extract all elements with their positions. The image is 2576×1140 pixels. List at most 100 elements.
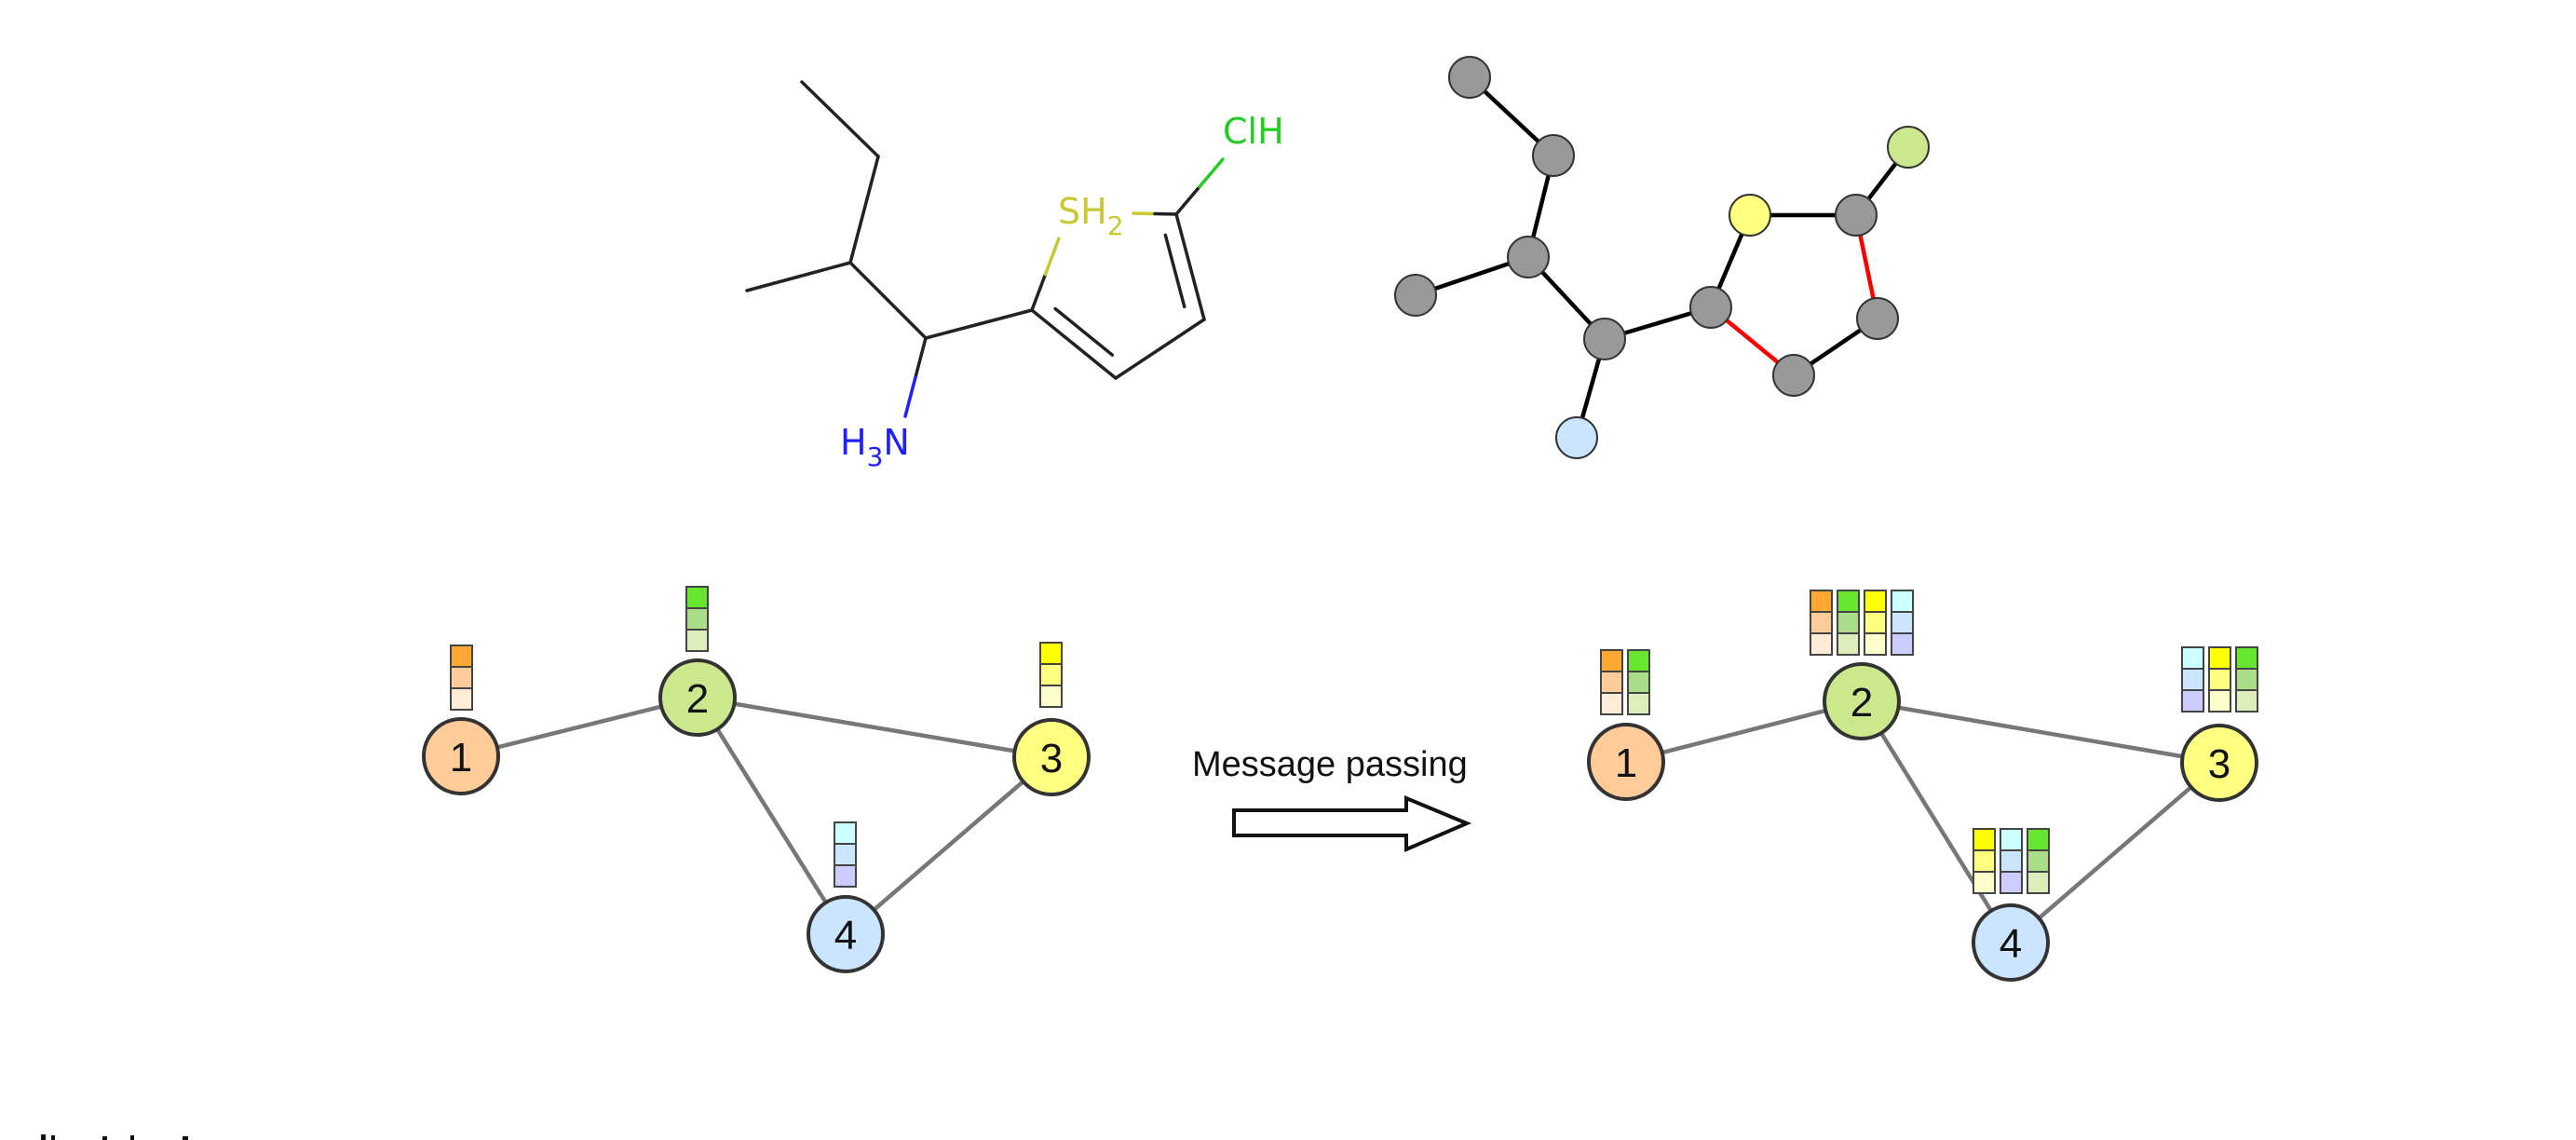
ball-and-stick-model: [1394, 56, 1930, 459]
skeletal-bond: [848, 155, 880, 265]
feature-cell: [1837, 590, 1860, 613]
feature-cell: [1039, 663, 1063, 686]
graph-edge-2-3: [697, 695, 1052, 760]
atom-label-clh: ClH: [1223, 111, 1284, 152]
feature-vector-green: [685, 586, 709, 652]
feature-cell: [1864, 632, 1887, 656]
graph-node-1: 1: [422, 645, 500, 795]
feature-cell: [834, 864, 857, 888]
graph-edge-2-4: [696, 696, 847, 936]
sh2-subscript: 2: [1107, 210, 1124, 241]
feature-vector-orange: [450, 645, 473, 711]
feature-cell: [685, 586, 709, 609]
node-label: 1: [450, 735, 472, 780]
feature-cell: [450, 666, 473, 689]
feature-cell: [1891, 590, 1914, 613]
feature-vector-green: [2235, 646, 2258, 712]
graph-edge-2-4: [1860, 699, 2013, 944]
feature-cell: [2000, 871, 2023, 894]
feature-cell: [834, 843, 857, 866]
node-label: 3: [2208, 741, 2230, 787]
skeletal-bond: [800, 80, 880, 158]
feature-cell: [450, 645, 473, 668]
graph-edge-2-3: [1861, 699, 2220, 766]
feature-cell: [2208, 668, 2231, 691]
graph-node-4: 4: [1972, 828, 2050, 982]
sh2-sh: SH: [1058, 191, 1107, 232]
graph-node-2: 2: [1810, 590, 1914, 740]
skeletal-bond: [924, 308, 1034, 340]
feature-cell: [1039, 642, 1063, 665]
graph-edge-1-2: [460, 695, 698, 759]
feature-cell: [1973, 828, 1996, 851]
node-circle: [658, 658, 737, 737]
ball-atom-c: [1835, 194, 1878, 237]
node-label: 1: [1615, 740, 1637, 786]
graph-before-message-passing: 1 2 3 4: [422, 586, 1091, 973]
feature-cell: [2235, 689, 2258, 712]
feature-vector-yellow: [1039, 642, 1063, 708]
graph-node-4: 4: [807, 821, 885, 973]
feature-cell: [1810, 611, 1833, 634]
node-circle: [2180, 724, 2258, 802]
double-bond-inner-line: [1163, 233, 1186, 309]
ball-atom-n: [1555, 416, 1598, 459]
ball-atom-c: [1772, 354, 1815, 397]
ball-atom-c: [1689, 286, 1732, 329]
feature-cell: [1627, 692, 1650, 715]
feature-vector-cyan: [2181, 646, 2204, 712]
feature-cell: [2027, 828, 2050, 851]
graph-node-1: 1: [1587, 649, 1665, 801]
graph-node-2: 2: [658, 586, 737, 737]
feature-vector-cyan: [2000, 828, 2023, 894]
graph-after-message-passing: 1 2 3 4: [1587, 590, 2258, 982]
graph-edge-3-4: [2009, 761, 2221, 944]
skeletal-bond: [1174, 157, 1225, 216]
feature-vector-orange: [1600, 649, 1623, 715]
message-passing-label: Message passing: [1192, 745, 1468, 784]
feature-cell: [1627, 671, 1650, 694]
feature-cell: [2181, 646, 2204, 670]
feature-cell: [2235, 668, 2258, 691]
ball-atom-cl: [1887, 126, 1930, 169]
graph-edge-1-2: [1625, 699, 1863, 765]
graph-node-3: 3: [1012, 642, 1091, 796]
feature-cell: [2181, 668, 2204, 691]
feature-vector-yellow: [2208, 646, 2231, 712]
skeletal-formula: [745, 80, 1225, 418]
feature-vector-yellow: [1864, 590, 1887, 656]
feature-cell: [834, 821, 857, 845]
feature-cell: [450, 687, 473, 711]
feature-cell: [1864, 611, 1887, 634]
feature-cell: [1810, 632, 1833, 656]
node-label: 4: [834, 913, 857, 958]
feature-cell: [2181, 689, 2204, 712]
cropped-caption-fragment: [41, 1134, 188, 1140]
h3n-h: H: [840, 422, 867, 463]
ball-atom-c: [1532, 134, 1575, 177]
feature-vector-green: [2027, 828, 2050, 894]
node-circle: [1012, 718, 1091, 796]
h3n-n: N: [883, 422, 909, 463]
node-circle: [1823, 662, 1901, 740]
ball-atom-c: [1856, 297, 1899, 340]
feature-cell: [2027, 849, 2050, 873]
message-passing-transition: Message passing: [1192, 745, 1472, 853]
node-circle: [422, 717, 500, 795]
feature-cell: [1810, 590, 1833, 613]
ball-atom-c: [1507, 236, 1550, 278]
feature-vector-yellow: [1973, 828, 1996, 894]
ball-atom-s: [1729, 194, 1771, 237]
node-label: 2: [1851, 680, 1873, 726]
feature-vector-green: [1837, 590, 1860, 656]
feature-cell: [2208, 689, 2231, 712]
double-bond-inner-line: [1053, 306, 1115, 357]
hollow-right-arrow-icon: [1232, 795, 1472, 853]
feature-vector-cyan: [1891, 590, 1914, 656]
ball-atom-c: [1448, 56, 1491, 99]
ball-atom-c: [1583, 318, 1626, 360]
feature-cell: [1864, 590, 1887, 613]
h3n-subscript: 3: [867, 441, 884, 472]
skeletal-bond: [1030, 237, 1061, 312]
